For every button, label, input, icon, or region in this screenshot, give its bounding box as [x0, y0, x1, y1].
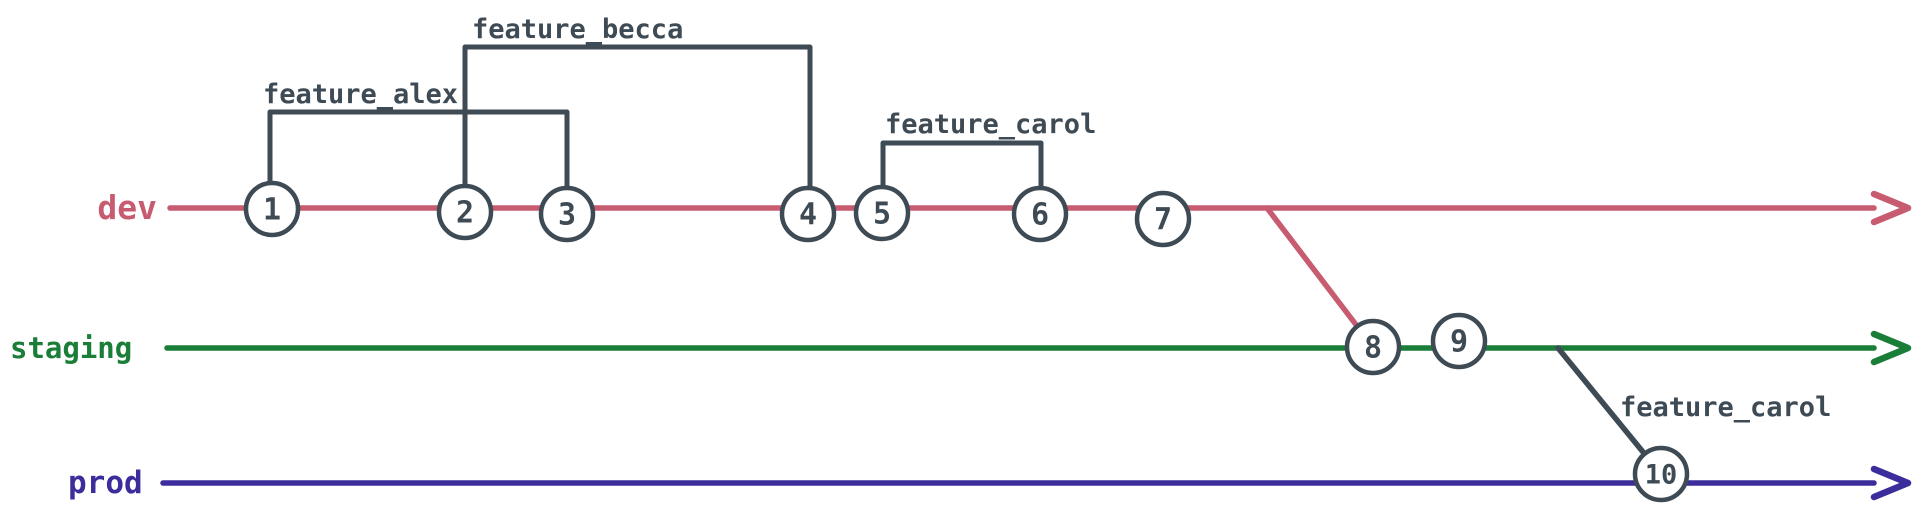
commit-node-10 [1632, 445, 1690, 503]
merge-line-dev-to-commit-8 [1264, 205, 1376, 350]
feature-bracket-feature-carol [880, 140, 1044, 214]
branch-label-dev: dev [97, 188, 157, 227]
commit-number-1: 1 [263, 193, 281, 228]
commit-node-1 [243, 180, 301, 238]
feature-branch-label-floating: feature_carol [1620, 392, 1831, 423]
branch-label-prod: prod [68, 465, 143, 501]
commit-node-9 [1430, 312, 1488, 370]
commit-number-7: 7 [1154, 203, 1172, 238]
commit-number-3: 3 [558, 198, 576, 233]
commit-node-8 [1344, 318, 1402, 376]
branch-arrow-icon-staging [1870, 330, 1912, 366]
commit-node-2 [436, 183, 494, 241]
commit-number-10: 10 [1645, 460, 1678, 491]
commit-node-5 [853, 184, 911, 242]
commit-number-4: 4 [799, 198, 817, 233]
commit-node-6 [1011, 185, 1069, 243]
feature-bracket-feature-becca [462, 44, 813, 214]
commit-node-7 [1134, 190, 1192, 248]
commit-node-4 [779, 185, 837, 243]
commit-number-5: 5 [873, 197, 891, 232]
feature-branch-label: feature_carol [885, 109, 1096, 140]
commit-number-8: 8 [1364, 331, 1382, 366]
commit-node-3 [538, 185, 596, 243]
feature-bracket-feature-alex [267, 109, 570, 214]
commit-number-6: 6 [1031, 198, 1049, 233]
branch-label-staging: staging [10, 331, 132, 365]
branch-arrow-icon-prod [1870, 465, 1912, 501]
commit-number-2: 2 [456, 196, 474, 231]
feature-branch-label: feature_becca [472, 14, 683, 45]
feature-branch-label: feature_alex [263, 79, 458, 110]
branch-arrow-icon-dev [1870, 190, 1912, 226]
commit-number-9: 9 [1450, 325, 1468, 360]
